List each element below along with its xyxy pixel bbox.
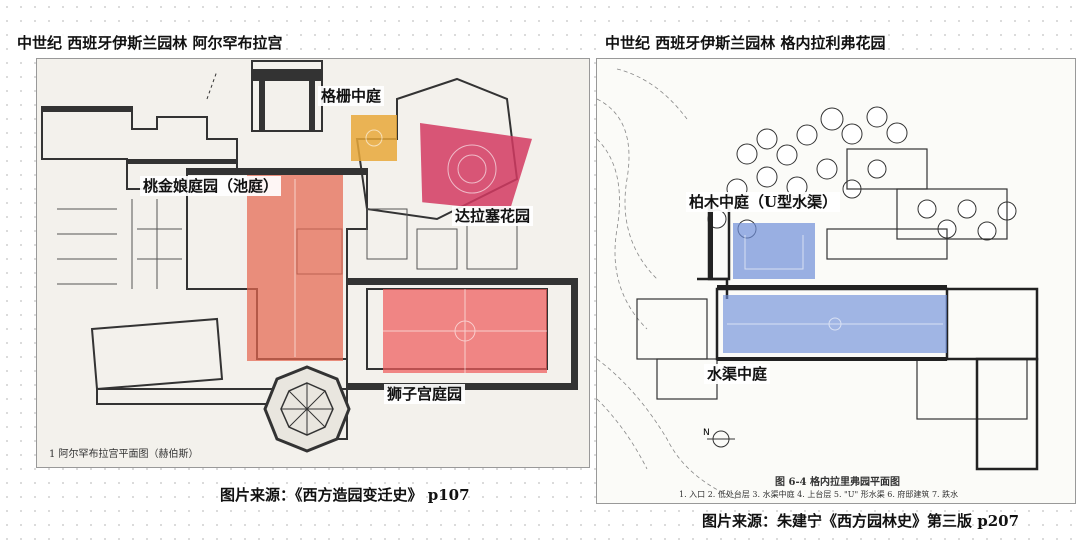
generalife-panel: 中世纪 西班牙伊斯兰园林 格内拉利弗花园 [594, 0, 1080, 540]
label-grille-courtyard: 格栅中庭 [318, 86, 385, 106]
generalife-floor-plan: N 图 6-4 格内拉里弗园平面图 1. 入口 2. 低处台层 3. 水渠中庭 … [596, 58, 1076, 504]
alhambra-title: 中世纪 西班牙伊斯兰园林 阿尔罕布拉宫 [14, 32, 286, 53]
alhambra-floor-plan: 1 阿尔罕布拉宫平面图（赫伯斯） [36, 58, 590, 468]
label-court-of-lions: 狮子宫庭园 [384, 384, 466, 404]
label-canal-court: 水渠中庭 [704, 364, 771, 384]
label-cypress-court: 柏木中庭（U型水渠） [686, 192, 841, 212]
canal-court-highlight [723, 295, 947, 353]
generalife-figure-legend: 1. 入口 2. 低处台层 3. 水渠中庭 4. 上台层 5. "U" 形水渠 … [679, 490, 959, 499]
grille-courtyard-highlight [351, 115, 397, 161]
generalife-title: 中世纪 西班牙伊斯兰园林 格内拉利弗花园 [602, 32, 889, 53]
court-of-lions-highlight [383, 289, 547, 373]
generalife-plan-drawing: N [597, 68, 1039, 500]
alhambra-plan-caption: 1 阿尔罕布拉宫平面图（赫伯斯） [49, 449, 199, 460]
generalife-figure-title: 图 6-4 格内拉里弗园平面图 [775, 477, 901, 488]
alhambra-panel: 中世纪 西班牙伊斯兰园林 阿尔罕布拉宫 [14, 32, 590, 504]
cypress-court-highlight [733, 223, 815, 279]
label-myrtle-court: 桃金娘庭园（池庭） [140, 176, 282, 196]
myrtle-court-highlight [247, 175, 343, 361]
generalife-source: 图片来源：朱建宁《西方园林史》第三版 p207 [702, 512, 1020, 530]
svg-text:N: N [703, 428, 710, 438]
alhambra-source: 图片来源：《西方造园变迁史》 p107 [220, 486, 470, 504]
label-daraxa-garden: 达拉塞花园 [452, 206, 534, 226]
